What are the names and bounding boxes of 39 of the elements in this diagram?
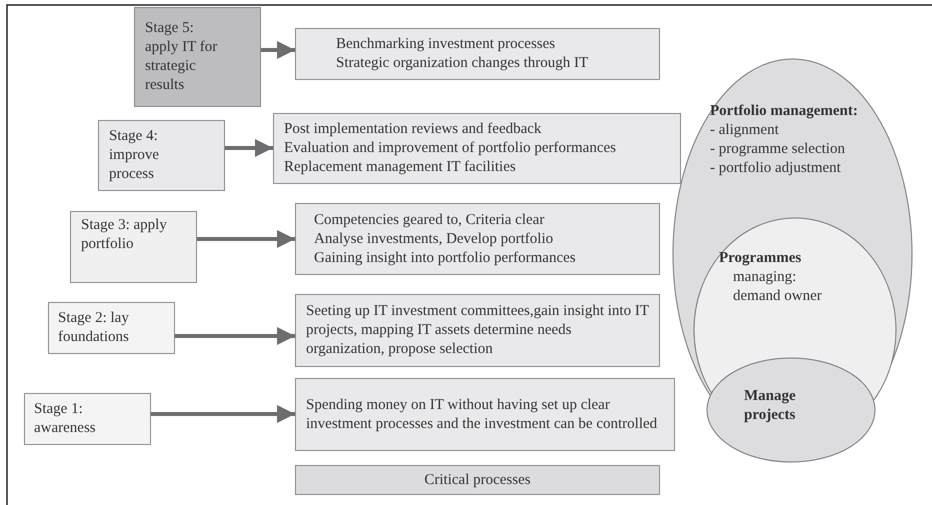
arrow: [261, 41, 295, 59]
text: Analyse investments, Develop portfolio: [314, 230, 554, 248]
description-box: [295, 28, 660, 80]
text: Stage 4: improve process: [109, 127, 160, 184]
description-box: [295, 378, 675, 451]
stage-box: [48, 302, 175, 354]
text: Spending money on IT without having set up clear investment processes and the investment can be controlled: [306, 396, 658, 434]
arrow: [151, 405, 295, 423]
stage-box: [273, 113, 681, 184]
text: Stage 1: awareness: [34, 400, 97, 438]
text: Replacement management IT facilities: [284, 158, 517, 177]
arrow: [225, 139, 273, 157]
description-box: [295, 203, 660, 275]
text: Seeting up IT investment committees,gain insight into IT projects, mapping IT assets determine needs organization, propose selection: [306, 302, 650, 359]
text: managing: demand owner: [732, 268, 823, 306]
text: Stage 2: lay foundations: [58, 309, 130, 347]
heading: Programmes: [719, 249, 802, 268]
stage-box: [70, 211, 197, 283]
text: Competencies geared to, Criteria clear: [314, 210, 546, 230]
description-box: [295, 294, 660, 367]
text: - alignment: [710, 121, 779, 140]
text: Post implementation reviews and feedback: [284, 120, 542, 139]
text: - programme selection: [710, 140, 845, 159]
text: Stage 3: apply portfolio: [81, 216, 168, 254]
stage-box: [98, 120, 225, 191]
heading: Portfolio management:: [710, 102, 858, 121]
stage-box: [24, 393, 151, 445]
text: Stage 5: apply IT for strategic results: [145, 19, 218, 95]
text: Critical processes: [423, 470, 532, 490]
text: Benchmarking investment processes: [336, 35, 556, 54]
text: Evaluation and improvement of portfolio performances: [284, 139, 617, 158]
arrow: [175, 327, 295, 345]
arrow: [197, 230, 295, 248]
heading: Manage projects: [743, 387, 797, 425]
text: Strategic organization changes through IT: [336, 54, 590, 73]
description-box: [295, 465, 660, 495]
stage-box: [134, 7, 261, 107]
text: - portfolio adjustment: [710, 159, 841, 178]
text: Gaining insight into portfolio performances: [314, 248, 577, 268]
